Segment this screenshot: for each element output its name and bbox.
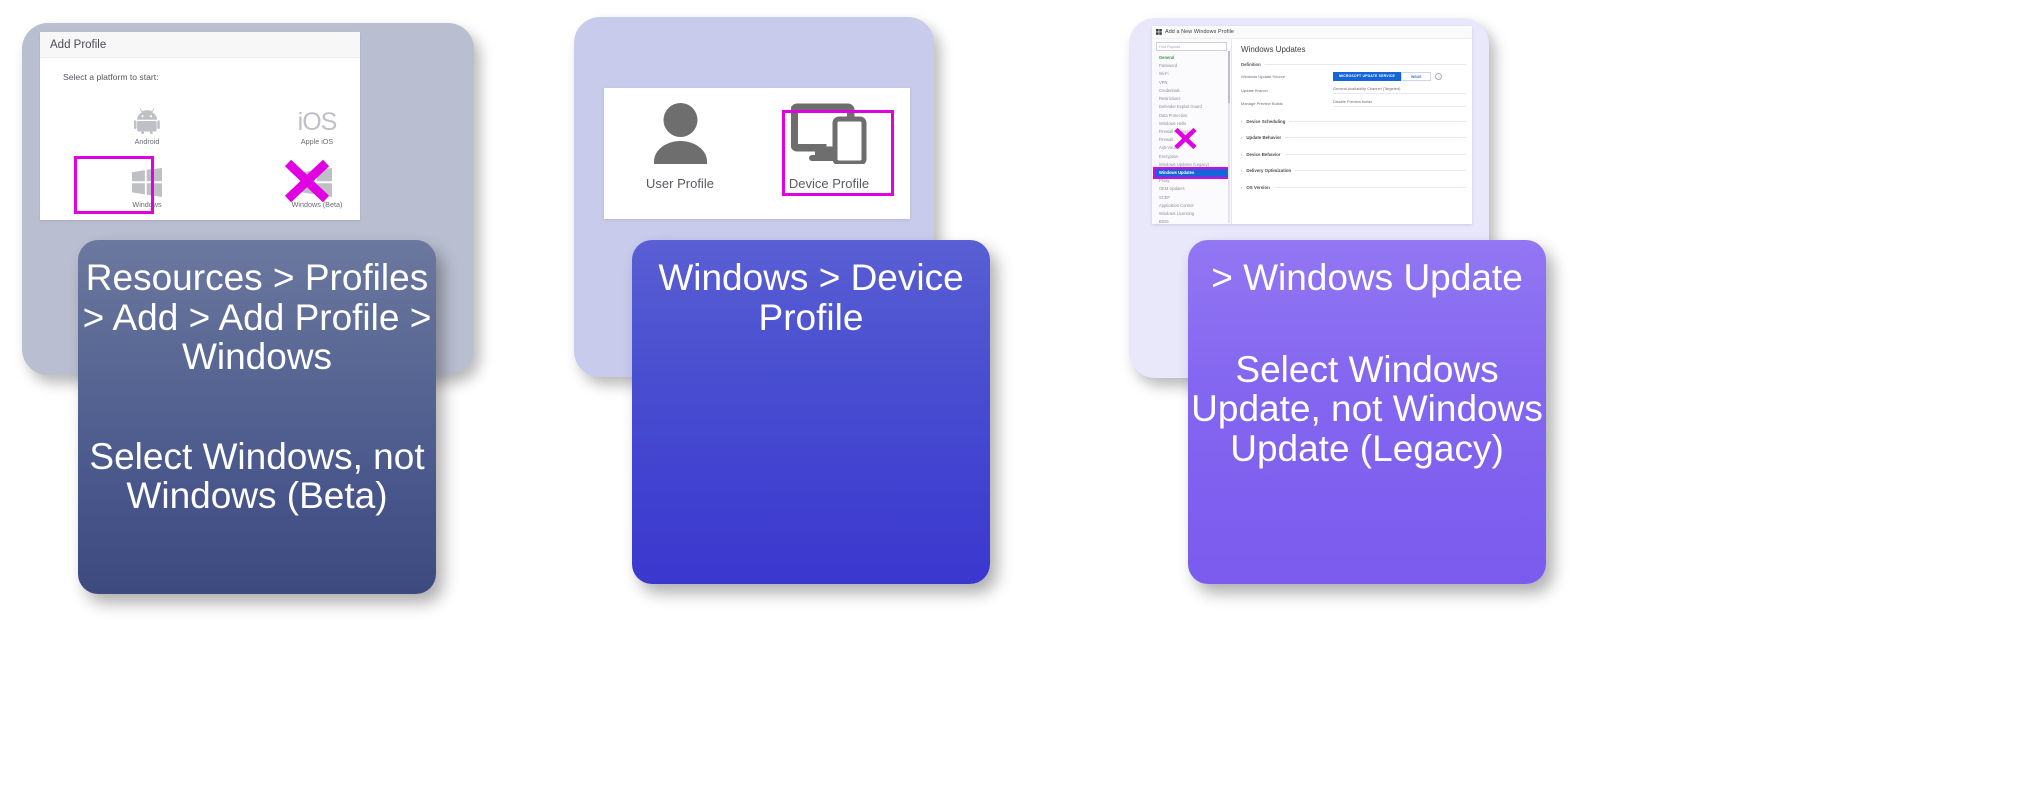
field-row-windows-update-source: Windows Update Source MICROSOFT UPDATE S… — [1241, 72, 1466, 82]
sidebar-item-windows-updates-legacy[interactable]: Windows Updates (Legacy) — [1159, 161, 1210, 167]
android-icon — [133, 100, 161, 134]
devices-icon — [790, 102, 867, 169]
field-label: Manage Preview Builds — [1241, 100, 1283, 106]
sidebar-item-vpn[interactable]: VPN — [1159, 79, 1168, 85]
windows-profile-title: Add a New Windows Profile — [1165, 29, 1235, 35]
callout-lead-text: Windows > Device Profile — [658, 257, 964, 338]
sidebar-item-scep[interactable]: SCEP — [1159, 194, 1171, 200]
sidebar-item-oem-updates[interactable]: OEM Updates — [1159, 186, 1185, 192]
accordion-device-behavior[interactable]: › Device Behavior — [1241, 152, 1466, 157]
manage-preview-builds-select[interactable]: Disable Preview builds — [1333, 99, 1466, 108]
windows-logo-icon — [1156, 29, 1162, 35]
payload-nav-list: General Password Wi-Fi VPN Credentials R… — [1153, 54, 1231, 224]
payload-page-title: Windows Updates — [1241, 45, 1306, 54]
callout-tail-text: Select Windows Update, not Windows Updat… — [1191, 348, 1543, 469]
accordion-os-version[interactable]: › OS Version — [1241, 185, 1466, 190]
platform-label: Apple iOS — [300, 136, 334, 146]
profile-type-window: User Profile Device Profile — [604, 88, 910, 219]
cross-out-icon — [1174, 128, 1197, 149]
field-row-update-branch: Update Branch General Availability Chann… — [1241, 86, 1466, 95]
chevron-right-icon: › — [1241, 118, 1243, 124]
find-payload-input[interactable]: Find Payload — [1156, 42, 1227, 51]
callout-lead-text: Resources > Profiles > Add > Add Profile… — [82, 257, 432, 378]
ios-wordmark-icon: iOS — [297, 108, 338, 137]
update-source-segmented-control[interactable]: MICROSOFT UPDATE SERVICE WSUS — [1333, 72, 1432, 82]
sidebar-item-credentials[interactable]: Credentials — [1159, 87, 1180, 93]
accordion-delivery-optimization[interactable]: › Delivery Optimization — [1241, 168, 1466, 173]
sidebar-scrollbar[interactable] — [1228, 51, 1230, 223]
segment-wsus[interactable]: WSUS — [1400, 72, 1432, 82]
profile-option-device[interactable]: Device Profile — [769, 102, 889, 191]
update-branch-select[interactable]: General Availability Channel (Targeted) — [1333, 86, 1466, 95]
payload-sidebar: Find Payload General Password Wi-Fi VPN … — [1152, 39, 1232, 224]
callout-tail-text: Select Windows, not Windows (Beta) — [89, 435, 425, 517]
sidebar-item-windows-updates[interactable]: Windows Updates — [1153, 166, 1229, 180]
platform-label: Windows — [132, 199, 162, 209]
find-payload-placeholder: Find Payload — [1159, 44, 1180, 49]
windows-selection-highlight — [74, 156, 154, 214]
platform-tile-android[interactable]: Android — [111, 91, 183, 145]
device-profile-selection-highlight — [782, 110, 894, 196]
field-label: Windows Update Source — [1241, 74, 1286, 80]
accordion-label: Delivery Optimization — [1246, 168, 1292, 174]
sidebar-item-firewall-legacy[interactable]: Firewall (Legacy) — [1159, 128, 1191, 134]
accordion-label: OS Version — [1246, 184, 1270, 190]
sidebar-item-windows-licensing[interactable]: Windows Licensing — [1159, 211, 1195, 217]
sidebar-item-application-control[interactable]: Application Control — [1159, 202, 1194, 208]
segment-microsoft-update-service[interactable]: MICROSOFT UPDATE SERVICE — [1333, 72, 1401, 82]
profile-option-user[interactable]: User Profile — [620, 102, 740, 191]
accordion-update-behavior[interactable]: › Update Behavior — [1241, 135, 1466, 140]
add-profile-title: Add Profile — [40, 32, 360, 58]
person-icon — [649, 102, 712, 169]
info-icon[interactable]: i — [1435, 73, 1443, 81]
accordion-label: Device Scheduling — [1246, 118, 1286, 124]
windows-profile-body: Find Payload General Password Wi-Fi VPN … — [1152, 39, 1472, 224]
callout-box-3: > Windows Update Select Windows Update, … — [1188, 240, 1546, 584]
field-row-manage-preview-builds: Manage Preview Builds Disable Preview bu… — [1241, 99, 1466, 108]
platform-label: Windows (Beta) — [291, 199, 343, 209]
sidebar-item-wifi[interactable]: Wi-Fi — [1159, 71, 1169, 77]
accordion-label: Update Behavior — [1246, 135, 1282, 141]
chevron-right-icon: › — [1241, 184, 1243, 190]
platform-prompt: Select a platform to start: — [63, 72, 159, 82]
chevron-right-icon: › — [1241, 168, 1243, 174]
platform-tile-windows-beta[interactable]: Windows (Beta) — [281, 154, 353, 208]
profile-option-label: Device Profile — [788, 176, 870, 191]
callout-box-2: Windows > Device Profile — [632, 240, 990, 584]
callout-lead-text: > Windows Update — [1211, 257, 1523, 298]
chevron-right-icon: › — [1241, 151, 1243, 157]
sidebar-item-bios[interactable]: BIOS — [1159, 219, 1169, 224]
windows-profile-titlebar: Add a New Windows Profile — [1152, 26, 1472, 39]
callout-box-1: Resources > Profiles > Add > Add Profile… — [78, 240, 436, 594]
sidebar-item-data-protection[interactable]: Data Protection — [1159, 112, 1188, 118]
profile-option-label: User Profile — [646, 176, 714, 191]
sidebar-item-windows-hello[interactable]: Windows Hello — [1159, 120, 1187, 126]
chevron-right-icon: › — [1241, 135, 1243, 141]
sidebar-item-firewall[interactable]: Firewall — [1159, 137, 1174, 143]
field-label: Update Branch — [1241, 87, 1268, 93]
platform-tile-apple-ios[interactable]: iOS Apple iOS — [281, 91, 353, 145]
sidebar-item-anti-virus[interactable]: Anti-Virus — [1159, 145, 1177, 151]
sidebar-item-restrictions[interactable]: Restrictions — [1159, 95, 1181, 101]
definition-section-header: Definition — [1241, 62, 1466, 67]
sidebar-item-general[interactable]: General — [1159, 55, 1175, 61]
accordion-label: Device Behavior — [1246, 151, 1281, 157]
sidebar-item-proxy[interactable]: Proxy — [1159, 178, 1170, 184]
platform-tile-windows[interactable]: Windows — [111, 154, 183, 208]
sidebar-item-encryption[interactable]: Encryption — [1159, 153, 1179, 159]
windows-logo-icon — [132, 163, 162, 197]
sidebar-item-defender-exploit-guard[interactable]: Defender Exploit Guard — [1159, 104, 1202, 110]
sidebar-item-password[interactable]: Password — [1159, 63, 1177, 69]
platform-label: Android — [134, 136, 160, 146]
payload-detail-pane: Windows Updates Definition Windows Updat… — [1232, 39, 1472, 224]
windows-profile-window: Add a New Windows Profile Find Payload G… — [1152, 26, 1472, 224]
windows-logo-icon — [302, 163, 332, 197]
accordion-device-scheduling[interactable]: › Device Scheduling — [1241, 119, 1466, 124]
